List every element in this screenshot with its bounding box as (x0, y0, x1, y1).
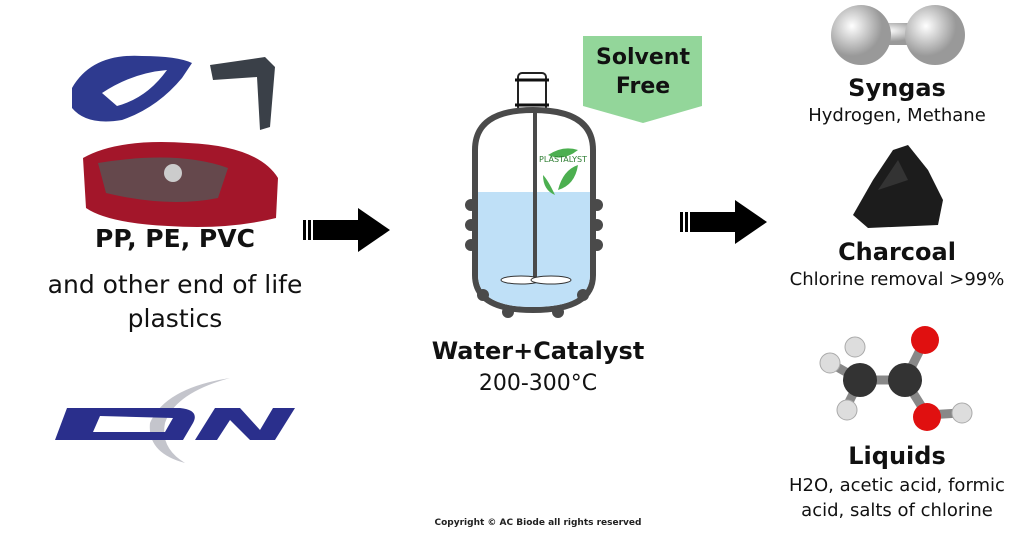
process-temperature: 200-300°C (478, 371, 598, 396)
solvent-free-badge-bg (583, 36, 702, 123)
output-syngas-desc: Hydrogen, Methane (808, 105, 986, 126)
syngas-molecule-image (831, 5, 965, 65)
copyright-footer: Copyright © AC Biode all rights reserved (434, 518, 642, 528)
arrow-right-icon (680, 200, 767, 244)
output-charcoal-desc: Chlorine removal >99% (789, 269, 1005, 290)
plastic-handle-image (72, 55, 192, 122)
input-title: PP, PE, PVC (95, 224, 255, 253)
car-bumper-image (83, 142, 278, 227)
badge-line1: Solvent (596, 45, 690, 70)
charcoal-image (853, 145, 943, 228)
output-charcoal-title: Charcoal (838, 238, 956, 266)
solvent-free-badge: Solvent Free (583, 43, 703, 101)
output-liquids-desc-1: H2O, acetic acid, formic (789, 475, 1005, 496)
acetic-acid-molecule-image (819, 326, 973, 431)
output-syngas-title: Syngas (848, 74, 946, 102)
badge-line2: Free (615, 74, 671, 99)
output-liquids-title: Liquids (848, 442, 946, 470)
dn-logo (55, 378, 295, 463)
arrow-right-icon (303, 208, 390, 252)
input-line1: and other end of life (47, 270, 303, 299)
output-liquids-desc-2: acid, salts of chlorine (801, 500, 993, 521)
input-line2: plastics (127, 304, 223, 333)
plastic-bracket-image (210, 57, 275, 130)
reactor-vessel-image (465, 72, 603, 318)
process-title: Water+Catalyst (431, 337, 645, 365)
plastalyst-logo: PLASTALYST (539, 155, 587, 164)
